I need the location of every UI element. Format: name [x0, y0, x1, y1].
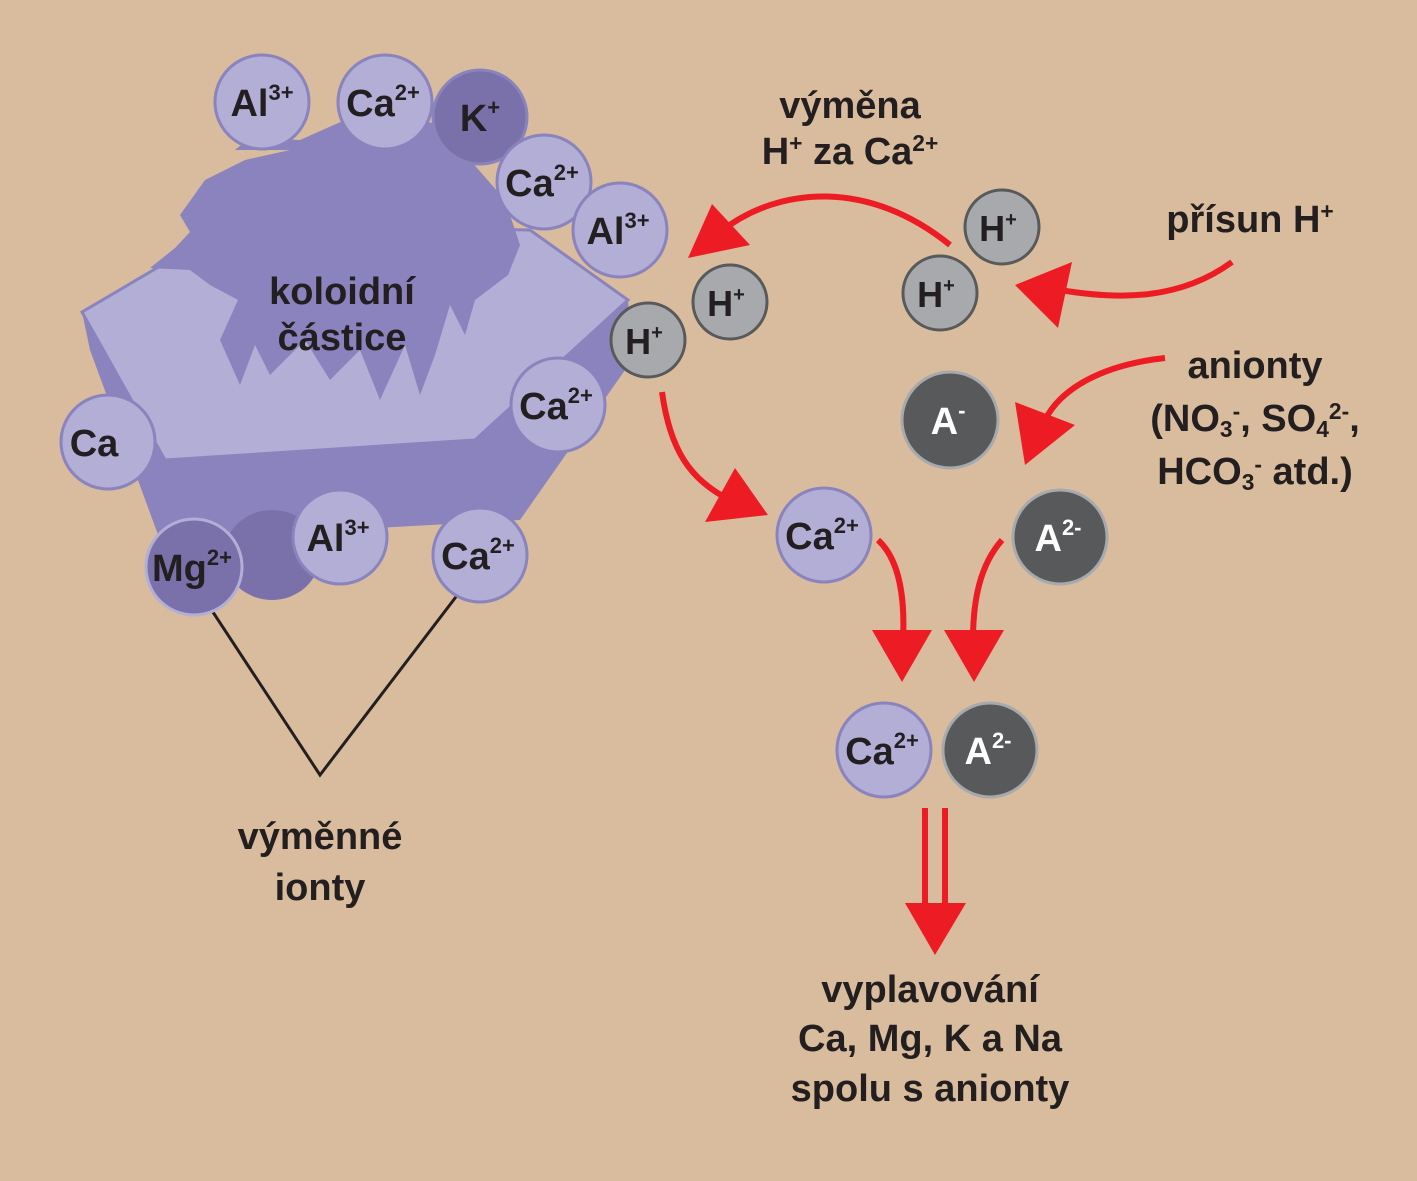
- ca-to-pair-arrowhead: [872, 630, 932, 682]
- ion-label: Ca: [70, 423, 119, 465]
- exchangeable-ions-label: výměnné ionty: [200, 812, 440, 915]
- anion-to-pair-arrow: [970, 538, 1005, 641]
- leaching-line3: spolu s anionty: [790, 1067, 1070, 1110]
- anions-label: anionty (NO3-, SO42-, HCO3- atd.): [1120, 340, 1390, 500]
- ion: Ca2+: [431, 506, 529, 604]
- leaching-arrowhead: [905, 903, 966, 955]
- ion-circle: [900, 370, 1000, 470]
- ion-circle: [144, 517, 244, 617]
- ion: A-: [900, 370, 1000, 470]
- supply-arrow: [1059, 259, 1234, 299]
- ion: Al3+: [291, 488, 389, 586]
- ion-circle: [941, 701, 1039, 799]
- ion-circle: [336, 53, 434, 151]
- exchange-label: výměna H+ za Ca2+: [700, 84, 1000, 175]
- ion-label: H+: [625, 321, 663, 362]
- ion: Al3+: [213, 53, 311, 151]
- ion-label: Al3+: [586, 208, 649, 253]
- ion-label: H+: [707, 283, 745, 324]
- ion: H+: [691, 263, 769, 341]
- leaching-line2: Ca, Mg, K a Na: [798, 1018, 1062, 1061]
- exchangeable-ions-line1: výměnné: [237, 816, 403, 858]
- leaching-label: vyplavování Ca, Mg, K a Na spolu s anion…: [730, 966, 1130, 1114]
- ion-label: A-: [931, 398, 966, 443]
- ion: Al3+: [571, 181, 669, 279]
- anion-to-pair-arrowhead: [944, 630, 1004, 682]
- arrows: [659, 193, 1234, 955]
- ion-label: A2-: [964, 728, 1011, 773]
- ion-label: Al3+: [306, 515, 369, 560]
- particle-blob: [150, 115, 520, 400]
- ion-circle: [213, 53, 311, 151]
- supply-label: přísun H+: [1166, 198, 1334, 241]
- colloid-particle: [79, 115, 632, 600]
- exchange-arrowhead: [688, 204, 750, 258]
- release-arrowhead: [705, 468, 768, 522]
- leaching-line1: vyplavování: [821, 969, 1039, 1011]
- ion: H+: [963, 188, 1041, 266]
- ion: A2-: [941, 701, 1039, 799]
- ion-label: Ca2+: [785, 513, 859, 558]
- ion: H+: [901, 254, 979, 332]
- ion-label: Al3+: [230, 80, 293, 125]
- ion: Ca: [59, 393, 157, 491]
- ion: Mg2+: [144, 517, 244, 617]
- ion-label: Ca2+: [519, 383, 593, 428]
- anions-arrow: [1042, 355, 1166, 422]
- exchange-label-line2: H+ za Ca2+: [761, 130, 939, 173]
- ion-circle: [571, 181, 669, 279]
- ion-circle: [963, 188, 1041, 266]
- particle-side-face: [82, 300, 632, 540]
- ion-label: Ca2+: [441, 533, 515, 578]
- ion-circle: [431, 506, 529, 604]
- ion: K+: [431, 68, 529, 166]
- particle-label-line1: koloidní: [269, 271, 415, 313]
- ion-circle: [509, 356, 607, 454]
- ion-circle: [901, 254, 979, 332]
- ion-label: H+: [979, 208, 1017, 249]
- ion: Ca2+: [775, 486, 873, 584]
- ion-circle: [291, 488, 389, 586]
- ion-circle: [835, 701, 933, 799]
- ion: Ca2+: [835, 701, 933, 799]
- ion-label: Ca2+: [845, 728, 919, 773]
- ion-label: K+: [460, 95, 500, 140]
- ion-circle: [495, 133, 593, 231]
- ion-label: Mg2+: [152, 545, 232, 590]
- ion: A2-: [1011, 488, 1109, 586]
- anions-label-line2: (NO3-, SO42-,: [1150, 397, 1360, 442]
- ion-label: Ca2+: [346, 80, 420, 125]
- exchange-arrow: [718, 193, 952, 248]
- ion: Ca2+: [495, 133, 593, 231]
- ion-circle: [1011, 488, 1109, 586]
- release-arrow: [659, 391, 732, 503]
- ion: Ca2+: [336, 53, 434, 151]
- anions-arrowhead: [1015, 402, 1075, 465]
- supply-arrowhead: [1015, 262, 1072, 328]
- ion-label: A2-: [1034, 515, 1081, 560]
- exchangeable-ions-connector: [203, 584, 467, 778]
- anions-label-line1: anionty: [1187, 345, 1323, 387]
- anions-label-line3: HCO3- atd.): [1157, 450, 1353, 496]
- ion-circle: [691, 263, 769, 341]
- ca-to-pair-arrow: [875, 537, 907, 641]
- exchange-label-line1: výměna: [779, 85, 921, 127]
- ion: Ca2+: [509, 356, 607, 454]
- ion-circle: [59, 393, 157, 491]
- exchangeable-ions-line2: ionty: [274, 867, 366, 910]
- particle-label: koloidní částice: [222, 270, 462, 361]
- ion-circle: [431, 68, 529, 166]
- ion-circle: [775, 486, 873, 584]
- ion-label: H+: [917, 274, 955, 315]
- particle-label-line2: částice: [277, 316, 407, 359]
- ion-label: Ca2+: [505, 160, 579, 205]
- ion-circle: [609, 301, 687, 379]
- ion: H+: [609, 301, 687, 379]
